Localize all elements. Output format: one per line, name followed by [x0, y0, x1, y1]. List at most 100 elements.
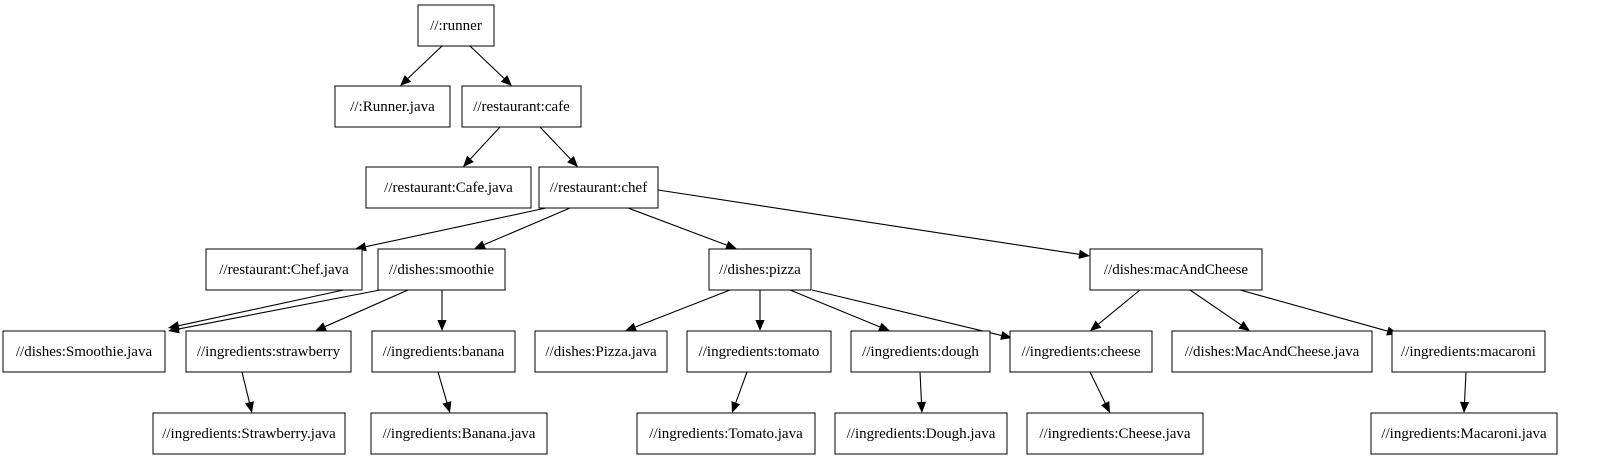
graph-node-pizza_java[interactable]: //dishes:Pizza.java — [534, 330, 668, 373]
graph-node-restaurant_chef[interactable]: //restaurant:chef — [538, 166, 659, 209]
graph-edge — [625, 289, 731, 332]
edge-arrowhead-icon — [731, 401, 741, 413]
node-box[interactable] — [834, 412, 1008, 455]
graph-edge — [1239, 289, 1398, 336]
graph-edge — [469, 45, 512, 86]
edge-arrowhead-icon — [315, 322, 327, 331]
graph-edge — [437, 371, 452, 413]
edge-line — [483, 207, 571, 246]
node-box[interactable] — [1089, 248, 1263, 291]
graph-edge — [811, 289, 1012, 340]
graph-node-macaroni_java[interactable]: //ingredients:Macaroni.java — [1370, 412, 1558, 455]
node-box[interactable] — [1009, 330, 1153, 373]
node-label: //ingredients:dough — [862, 344, 979, 360]
graph-node-runner[interactable]: //:runner — [417, 4, 495, 47]
graph-node-cheese_java[interactable]: //ingredients:Cheese.java — [1026, 412, 1204, 455]
edge-line — [627, 207, 727, 246]
graph-edge — [657, 189, 1090, 259]
edge-arrowhead-icon — [878, 322, 890, 332]
node-box[interactable] — [365, 166, 532, 209]
node-box[interactable] — [417, 4, 495, 47]
graph-edge — [168, 285, 363, 331]
graph-node-cafe_java[interactable]: //restaurant:Cafe.java — [365, 166, 532, 209]
graph-node-mac_java[interactable]: //dishes:MacAndCheese.java — [1171, 330, 1373, 373]
edge-arrowhead-icon — [168, 321, 180, 331]
graph-edge — [355, 207, 547, 252]
graph-edge — [400, 45, 443, 86]
edge-line — [324, 289, 409, 328]
graph-node-ing_cheese[interactable]: //ingredients:cheese — [1009, 330, 1153, 373]
edge-line — [1189, 289, 1242, 326]
graph-edge — [755, 290, 765, 331]
node-label: //dishes:Smoothie.java — [16, 344, 153, 360]
node-box[interactable] — [850, 330, 991, 373]
node-box[interactable] — [185, 330, 352, 373]
edge-arrowhead-icon — [437, 320, 447, 331]
edge-line — [178, 285, 363, 327]
node-label: //ingredients:Banana.java — [383, 426, 536, 442]
node-box[interactable] — [538, 166, 659, 209]
graph-node-ing_tomato[interactable]: //ingredients:tomato — [686, 330, 832, 373]
edge-arrowhead-icon — [1000, 330, 1012, 340]
graph-node-runner_java[interactable]: //:Runner.java — [334, 85, 451, 128]
node-label: //ingredients:Tomato.java — [649, 426, 803, 442]
node-label: //ingredients:cheese — [1021, 344, 1140, 360]
graph-node-dough_java[interactable]: //ingredients:Dough.java — [834, 412, 1008, 455]
graph-node-ing_strawberry[interactable]: //ingredients:strawberry — [185, 330, 352, 373]
edge-arrowhead-icon — [916, 401, 927, 413]
edge-line — [437, 371, 448, 403]
graph-node-chef_java[interactable]: //restaurant:Chef.java — [205, 248, 363, 291]
node-label: //ingredients:Strawberry.java — [162, 426, 336, 442]
node-box[interactable] — [377, 248, 506, 291]
node-box[interactable] — [708, 248, 812, 291]
graph-edge — [1090, 289, 1141, 331]
graph-node-smoothie_java[interactable]: //dishes:Smoothie.java — [2, 330, 166, 373]
node-box[interactable] — [534, 330, 668, 373]
node-label: //ingredients:banana — [383, 344, 505, 360]
node-box[interactable] — [461, 85, 582, 128]
edges-layer — [168, 45, 1470, 413]
graph-node-ing_dough[interactable]: //ingredients:dough — [850, 330, 991, 373]
node-box[interactable] — [686, 330, 832, 373]
node-box[interactable] — [1026, 412, 1204, 455]
node-box[interactable] — [1391, 330, 1546, 373]
graph-node-dishes_mac[interactable]: //dishes:macAndCheese — [1089, 248, 1263, 291]
graph-node-tomato_java[interactable]: //ingredients:Tomato.java — [636, 412, 816, 455]
node-box[interactable] — [152, 412, 346, 455]
node-label: //restaurant:Chef.java — [219, 262, 349, 278]
graph-node-dishes_smoothie[interactable]: //dishes:smoothie — [377, 248, 506, 291]
node-box[interactable] — [370, 412, 548, 455]
graph-node-banana_java[interactable]: //ingredients:Banana.java — [370, 412, 548, 455]
node-label: //:runner — [430, 18, 482, 34]
edge-line — [241, 371, 250, 403]
node-label: //dishes:MacAndCheese.java — [1185, 344, 1360, 360]
graph-node-dishes_pizza[interactable]: //dishes:pizza — [708, 248, 812, 291]
node-box[interactable] — [205, 248, 363, 291]
edge-arrowhead-icon — [755, 320, 765, 331]
graph-edge — [627, 207, 737, 250]
graph-edge — [474, 207, 571, 249]
graph-node-ing_macaroni[interactable]: //ingredients:macaroni — [1391, 330, 1546, 373]
edge-arrowhead-icon — [1090, 320, 1102, 331]
node-box[interactable] — [1370, 412, 1558, 455]
node-box[interactable] — [2, 330, 166, 373]
graph-node-restaurant_cafe[interactable]: //restaurant:cafe — [461, 85, 582, 128]
node-label: //ingredients:macaroni — [1401, 344, 1536, 360]
graph-node-ing_banana[interactable]: //ingredients:banana — [371, 330, 516, 373]
graph-edge — [916, 371, 927, 413]
node-label: //restaurant:cafe — [473, 99, 570, 115]
edge-arrowhead-icon — [1459, 401, 1470, 413]
node-label: //:Runner.java — [350, 99, 435, 115]
edge-line — [811, 289, 1002, 336]
edge-line — [1098, 289, 1141, 325]
graph-node-strawberry_java[interactable]: //ingredients:Strawberry.java — [152, 412, 346, 455]
node-box[interactable] — [1171, 330, 1373, 373]
edge-arrowhead-icon — [1238, 320, 1250, 331]
graph-edge — [437, 290, 447, 331]
node-box[interactable] — [334, 85, 451, 128]
edge-arrowhead-icon — [625, 322, 637, 332]
node-box[interactable] — [371, 330, 516, 373]
node-box[interactable] — [636, 412, 816, 455]
